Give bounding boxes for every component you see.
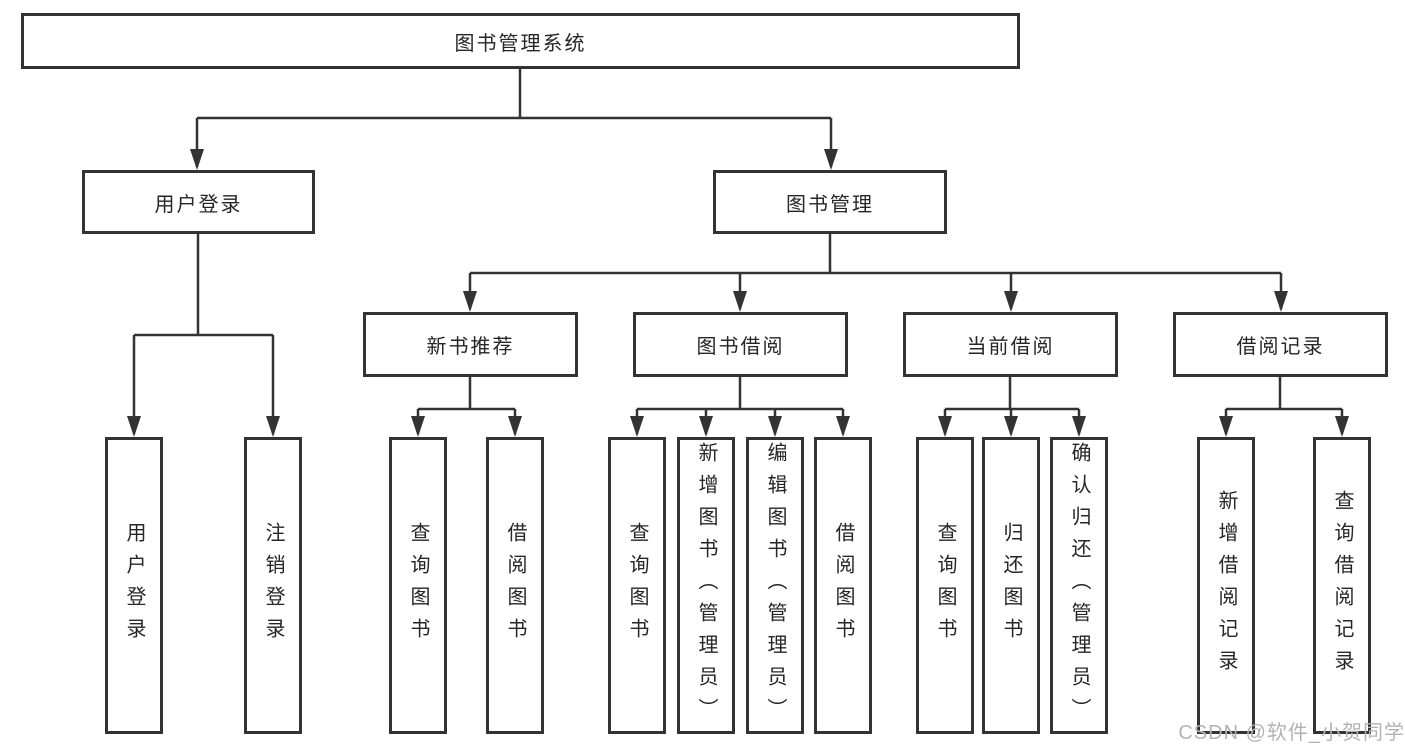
leaf-borrowing-borrow-books: 借阅图书: [814, 437, 872, 734]
leaf-user-login-label: 用户登录: [123, 521, 145, 650]
csdn-watermark: CSDN @软件_小贺同学: [1178, 722, 1405, 744]
leaf-borrowing-borrow-books-label: 借阅图书: [832, 521, 854, 650]
node-new-book-recommend: 新书推荐: [363, 312, 578, 377]
leaf-newbook-borrow-books-label: 借阅图书: [504, 521, 526, 650]
node-user-login: 用户登录: [82, 170, 315, 234]
leaf-current-confirm-return-admin: 确认归还（管理员）: [1050, 437, 1108, 734]
leaf-records-query-record: 查询借阅记录: [1313, 437, 1371, 734]
node-user-login-label: 用户登录: [154, 193, 243, 216]
leaf-borrowing-add-books-admin-label: 新增图书（管理员）: [695, 441, 717, 730]
node-book-borrowing-label: 图书借阅: [696, 336, 785, 358]
node-book-management-label: 图书管理: [786, 193, 874, 216]
node-new-book-recommend-label: 新书推荐: [426, 336, 515, 358]
leaf-borrowing-query-books: 查询图书: [608, 437, 666, 734]
leaf-current-return-books: 归还图书: [982, 437, 1040, 734]
node-current-borrowing: 当前借阅: [903, 312, 1118, 377]
leaf-logout: 注销登录: [244, 437, 302, 734]
leaf-newbook-borrow-books: 借阅图书: [486, 437, 544, 734]
leaf-borrowing-edit-books-admin-label: 编辑图书（管理员）: [764, 441, 786, 730]
leaf-user-login: 用户登录: [105, 437, 163, 734]
leaf-current-query-books-label: 查询图书: [934, 521, 956, 650]
node-current-borrowing-label: 当前借阅: [966, 336, 1055, 358]
node-borrowing-records-label: 借阅记录: [1236, 336, 1325, 358]
leaf-current-return-books-label: 归还图书: [1000, 521, 1022, 650]
node-book-borrowing: 图书借阅: [633, 312, 848, 377]
leaf-newbook-query-books: 查询图书: [389, 437, 447, 734]
node-root-label: 图书管理系统: [454, 32, 587, 55]
node-book-management: 图书管理: [713, 170, 947, 234]
leaf-current-query-books: 查询图书: [916, 437, 974, 734]
leaf-logout-label: 注销登录: [262, 521, 284, 650]
leaf-newbook-query-books-label: 查询图书: [407, 521, 429, 650]
node-root: 图书管理系统: [21, 13, 1020, 69]
leaf-borrowing-add-books-admin: 新增图书（管理员）: [677, 437, 735, 734]
leaf-records-query-record-label: 查询借阅记录: [1331, 489, 1353, 682]
leaf-borrowing-edit-books-admin: 编辑图书（管理员）: [746, 437, 804, 734]
leaf-records-add-record: 新增借阅记录: [1197, 437, 1255, 734]
leaf-current-confirm-return-admin-label: 确认归还（管理员）: [1068, 441, 1090, 730]
leaf-borrowing-query-books-label: 查询图书: [626, 521, 648, 650]
leaf-records-add-record-label: 新增借阅记录: [1215, 489, 1237, 682]
node-borrowing-records: 借阅记录: [1173, 312, 1388, 377]
